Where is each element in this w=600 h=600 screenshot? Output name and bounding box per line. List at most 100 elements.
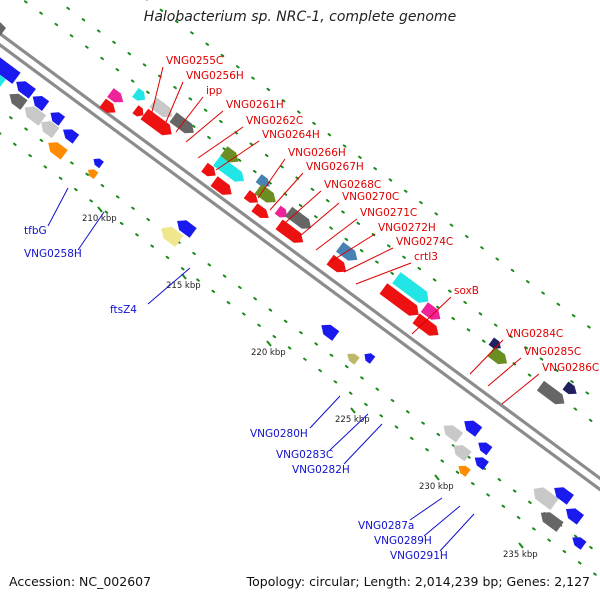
- forward-label-leader: [215, 140, 260, 171]
- forward-gene-label: VNG0284C: [506, 328, 563, 340]
- forward-gene-20: [392, 272, 429, 303]
- forward-gene-19: [326, 254, 347, 273]
- reverse-gene-11: [93, 158, 104, 169]
- reverse-gene-3: [9, 93, 28, 110]
- reverse-gene-7: [50, 112, 66, 126]
- forward-label-leader: [269, 172, 304, 211]
- reverse-label-leader: [147, 267, 191, 305]
- forward-gene-label: VNG0261H: [226, 99, 284, 111]
- forward-label-leader: [411, 296, 452, 335]
- forward-gene-label: VNG0285C: [524, 346, 581, 358]
- reverse-gene-1: [0, 74, 6, 88]
- forward-label-leader: [197, 126, 244, 159]
- edge-marker: [0, 22, 6, 36]
- reverse-gene-20: [478, 442, 493, 456]
- forward-gene-label: VNG0262C: [246, 115, 303, 127]
- forward-gene-17: [275, 219, 304, 243]
- forward-gene-15: [274, 205, 288, 218]
- reverse-gene-12: [161, 226, 184, 247]
- forward-gene-27: [562, 381, 577, 395]
- forward-gene-label: VNG0270C: [342, 191, 399, 203]
- forward-label-leader: [355, 262, 412, 285]
- reverse-label-leader: [409, 497, 443, 521]
- forward-gene-25: [488, 337, 501, 349]
- forward-gene-label: VNG0255C: [166, 55, 223, 67]
- forward-label-leader: [343, 247, 394, 273]
- reverse-gene-label: VNG0291H: [390, 550, 448, 562]
- forward-label-leader: [469, 339, 504, 375]
- forward-label-leader: [175, 96, 204, 133]
- reverse-label-leader: [47, 187, 69, 227]
- forward-gene-label: VNG0286C: [542, 362, 599, 374]
- forward-gene-label: VNG0264H: [262, 129, 320, 141]
- reverse-label-leader: [309, 395, 341, 429]
- reverse-gene-16: [364, 353, 376, 364]
- genome-summary-text: Topology: circular; Length: 2,014,239 bp…: [246, 574, 590, 589]
- reverse-gene-18: [464, 420, 483, 437]
- forward-gene-10: [210, 176, 232, 195]
- reverse-gene-24: [554, 487, 574, 505]
- reverse-gene-13: [177, 220, 197, 238]
- forward-gene-label: VNG0274C: [396, 236, 453, 248]
- forward-gene-14: [251, 203, 269, 218]
- forward-gene-24: [487, 346, 508, 365]
- forward-label-leader: [329, 233, 376, 263]
- forward-gene-16: [285, 206, 312, 229]
- reverse-gene-label: VNG0258H: [24, 248, 82, 260]
- reverse-gene-14: [321, 324, 340, 341]
- reverse-label-leader: [77, 211, 105, 251]
- forward-gene-label: VNG0266H: [288, 147, 346, 159]
- backbone-line-0: [0, 42, 600, 492]
- forward-gene-label: VNG0267H: [306, 161, 364, 173]
- forward-gene-label: VNG0268C: [324, 179, 381, 191]
- reverse-label-leader: [423, 505, 461, 537]
- reverse-gene-9: [63, 129, 80, 144]
- forward-gene-label: crtI3: [414, 251, 438, 263]
- scale-label: 220 kbp: [251, 348, 286, 358]
- grid-dash-line-4: [145, 0, 600, 337]
- grid-dash-line-0: [0, 132, 600, 580]
- forward-gene-13: [243, 190, 258, 203]
- grid-dash-line-3: [55, 0, 600, 404]
- reverse-gene-22: [474, 457, 489, 470]
- reverse-gene-6: [41, 121, 60, 139]
- reverse-gene-label: ftsZ4: [110, 304, 137, 316]
- forward-gene-8: [213, 155, 244, 182]
- scale-label: 215 kbp: [166, 281, 201, 291]
- reverse-gene-4: [32, 96, 50, 111]
- forward-gene-label: ipp: [206, 85, 223, 97]
- reverse-gene-label: VNG0289H: [374, 535, 432, 547]
- forward-label-leader: [315, 218, 358, 251]
- forward-gene-1: [99, 98, 116, 113]
- forward-gene-label: VNG0271C: [360, 207, 417, 219]
- forward-gene-9: [201, 162, 216, 177]
- forward-label-leader: [285, 190, 322, 223]
- forward-gene-label: VNG0272H: [378, 222, 436, 234]
- reverse-label-leader: [343, 423, 383, 465]
- forward-gene-11: [255, 174, 270, 187]
- forward-label-leader: [185, 110, 224, 143]
- forward-gene-21: [420, 302, 441, 320]
- forward-gene-6: [169, 112, 194, 134]
- reverse-label-leader: [439, 513, 475, 552]
- forward-gene-2: [132, 88, 146, 101]
- reverse-gene-label: VNG0283C: [276, 449, 333, 461]
- reverse-label-leader: [329, 413, 369, 451]
- forward-gene-12: [254, 184, 276, 203]
- reverse-gene-label: VNG0282H: [292, 464, 350, 476]
- forward-label-leader: [151, 66, 164, 113]
- reverse-gene-10: [88, 169, 99, 180]
- backbone-line-1: [0, 31, 600, 481]
- reverse-gene-21: [458, 465, 471, 477]
- scale-tick: [350, 407, 356, 414]
- scale-label: 235 kbp: [503, 550, 538, 560]
- reverse-gene-17: [443, 425, 464, 443]
- accession-text: Accession: NC_002607: [9, 574, 152, 589]
- forward-label-leader: [165, 81, 184, 123]
- forward-gene-26: [536, 380, 565, 405]
- forward-gene-23: [412, 313, 439, 336]
- forward-label-leader: [299, 202, 340, 237]
- reverse-gene-2: [16, 81, 36, 99]
- reverse-gene-label: tfbG: [24, 225, 47, 237]
- grid-dash-line-2: [21, 0, 600, 429]
